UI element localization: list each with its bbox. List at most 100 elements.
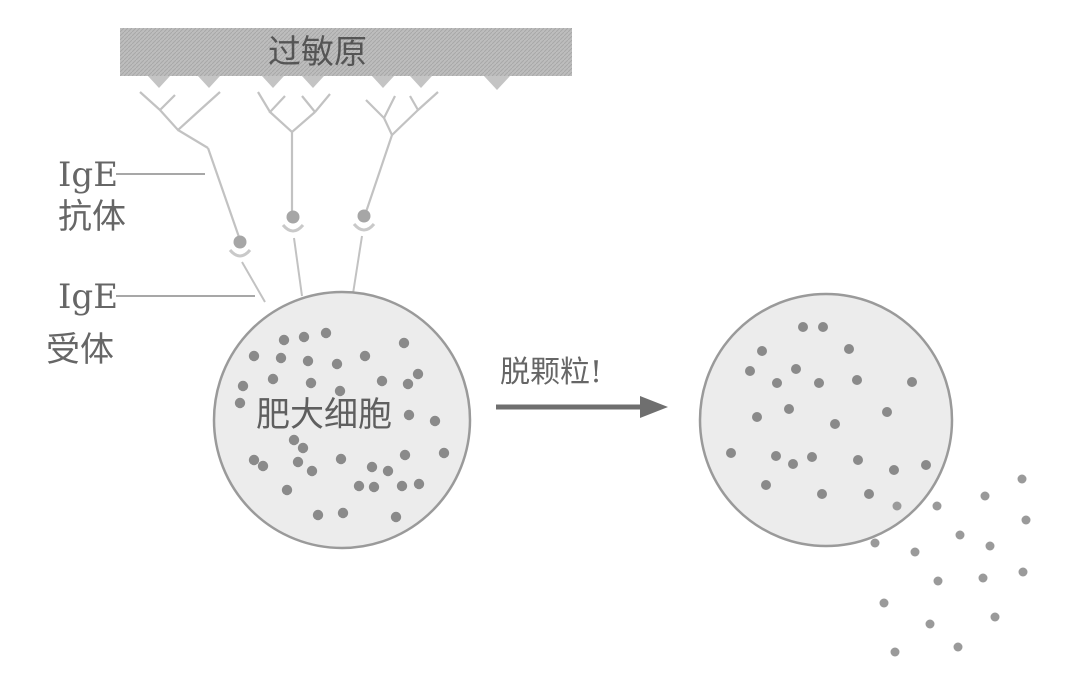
granule-left-28	[399, 449, 411, 461]
granule-left-10	[237, 380, 249, 392]
granule-right-6	[791, 364, 801, 374]
granule-right-21	[921, 460, 931, 470]
granule-right-3	[757, 346, 767, 356]
granule-left-14	[376, 375, 388, 387]
ige-antibody-label-line2: 抗体	[58, 197, 126, 237]
ige-antibody-label-line1: IgE	[58, 155, 119, 195]
released-granule-17	[953, 642, 963, 652]
released-granule-16	[890, 647, 900, 657]
released-granule-10	[1018, 567, 1028, 577]
granule-right-15	[726, 448, 736, 458]
granule-left-16	[412, 368, 424, 380]
granule-left-5	[275, 352, 287, 364]
ige-receptor-label-line1: IgE	[58, 277, 119, 317]
granule-left-31	[353, 480, 365, 492]
ige-antibody-2	[257, 91, 331, 215]
granule-left-23	[292, 456, 304, 468]
granule-left-38	[297, 442, 309, 454]
granule-left-30	[281, 484, 293, 496]
granule-left-2	[298, 331, 310, 343]
granule-right-14	[882, 407, 892, 417]
released-granule-12	[933, 576, 943, 586]
released-granule-2	[980, 491, 990, 501]
degranulation-arrow	[496, 396, 668, 418]
ige-antibody-3	[363, 91, 439, 216]
granule-left-24	[306, 465, 318, 477]
granule-left-3	[320, 327, 332, 339]
granule-right-9	[852, 375, 862, 385]
granule-right-11	[752, 412, 762, 422]
ige-antibody-1	[139, 91, 242, 241]
granule-left-7	[331, 358, 343, 370]
receptor-1	[228, 235, 252, 258]
granule-right-20	[889, 465, 899, 475]
mast-cell-left	[212, 290, 472, 550]
granule-left-19	[288, 434, 300, 446]
granule-right-10	[907, 377, 917, 387]
receptor-3	[352, 209, 376, 232]
granule-left-15	[402, 378, 414, 390]
granule-right-19	[853, 455, 863, 465]
granule-right-2	[818, 322, 828, 332]
allergen-label: 过敏原	[268, 32, 367, 71]
granule-right-17	[788, 459, 798, 469]
granule-right-24	[864, 489, 874, 499]
granule-right-22	[761, 480, 771, 490]
granule-left-1	[278, 334, 290, 346]
granule-right-5	[745, 366, 755, 376]
granule-left-27	[382, 465, 394, 477]
granule-left-13	[334, 385, 346, 397]
granule-left-34	[413, 478, 425, 490]
released-granule-4	[892, 501, 902, 511]
released-granule-14	[990, 612, 1000, 622]
granule-left-11	[267, 373, 279, 385]
released-granule-15	[925, 619, 935, 629]
released-granule-3	[932, 501, 942, 511]
granule-right-8	[814, 378, 824, 388]
granule-left-6	[302, 355, 314, 367]
granule-left-29	[438, 447, 450, 459]
ige-antibodies	[139, 91, 439, 241]
granule-left-22	[257, 460, 269, 472]
granule-right-13	[830, 419, 840, 429]
released-granule-6	[955, 530, 965, 540]
granule-left-18	[429, 415, 441, 427]
released-granule-8	[910, 547, 920, 557]
granule-left-37	[390, 511, 402, 523]
degranulation-label: 脱颗粒!	[500, 355, 603, 390]
receptor-2	[281, 210, 305, 233]
mast-cell-right	[698, 292, 954, 548]
ige-receptor-label-line2: 受体	[46, 330, 114, 370]
granule-left-25	[335, 453, 347, 465]
granule-right-4	[844, 344, 854, 354]
granule-right-7	[772, 378, 782, 388]
granule-right-18	[807, 452, 817, 462]
granule-left-21	[248, 454, 260, 466]
granule-left-20	[403, 409, 415, 421]
released-granule-9	[985, 541, 995, 551]
released-granule-5	[1021, 515, 1031, 525]
granule-left-32	[368, 481, 380, 493]
released-granule-11	[978, 573, 988, 583]
granule-left-33	[396, 480, 408, 492]
released-granule-13	[879, 598, 889, 608]
granule-left-8	[359, 350, 371, 362]
granule-left-12	[305, 377, 317, 389]
mast-cell-label: 肥大细胞	[256, 395, 392, 435]
granule-left-36	[337, 507, 349, 519]
granule-left-17	[234, 397, 246, 409]
granule-left-4	[248, 350, 260, 362]
label-leaders	[116, 173, 255, 297]
released-granules	[870, 474, 1031, 657]
granule-right-23	[817, 489, 827, 499]
released-granule-7	[870, 538, 880, 548]
granule-right-12	[784, 404, 794, 414]
granule-left-35	[312, 509, 324, 521]
granule-left-26	[366, 461, 378, 473]
allergen-bar	[120, 28, 572, 90]
granule-left-9	[398, 337, 410, 349]
ige-receptors	[228, 209, 376, 303]
granule-right-1	[798, 322, 808, 332]
released-granule-1	[1017, 474, 1027, 484]
